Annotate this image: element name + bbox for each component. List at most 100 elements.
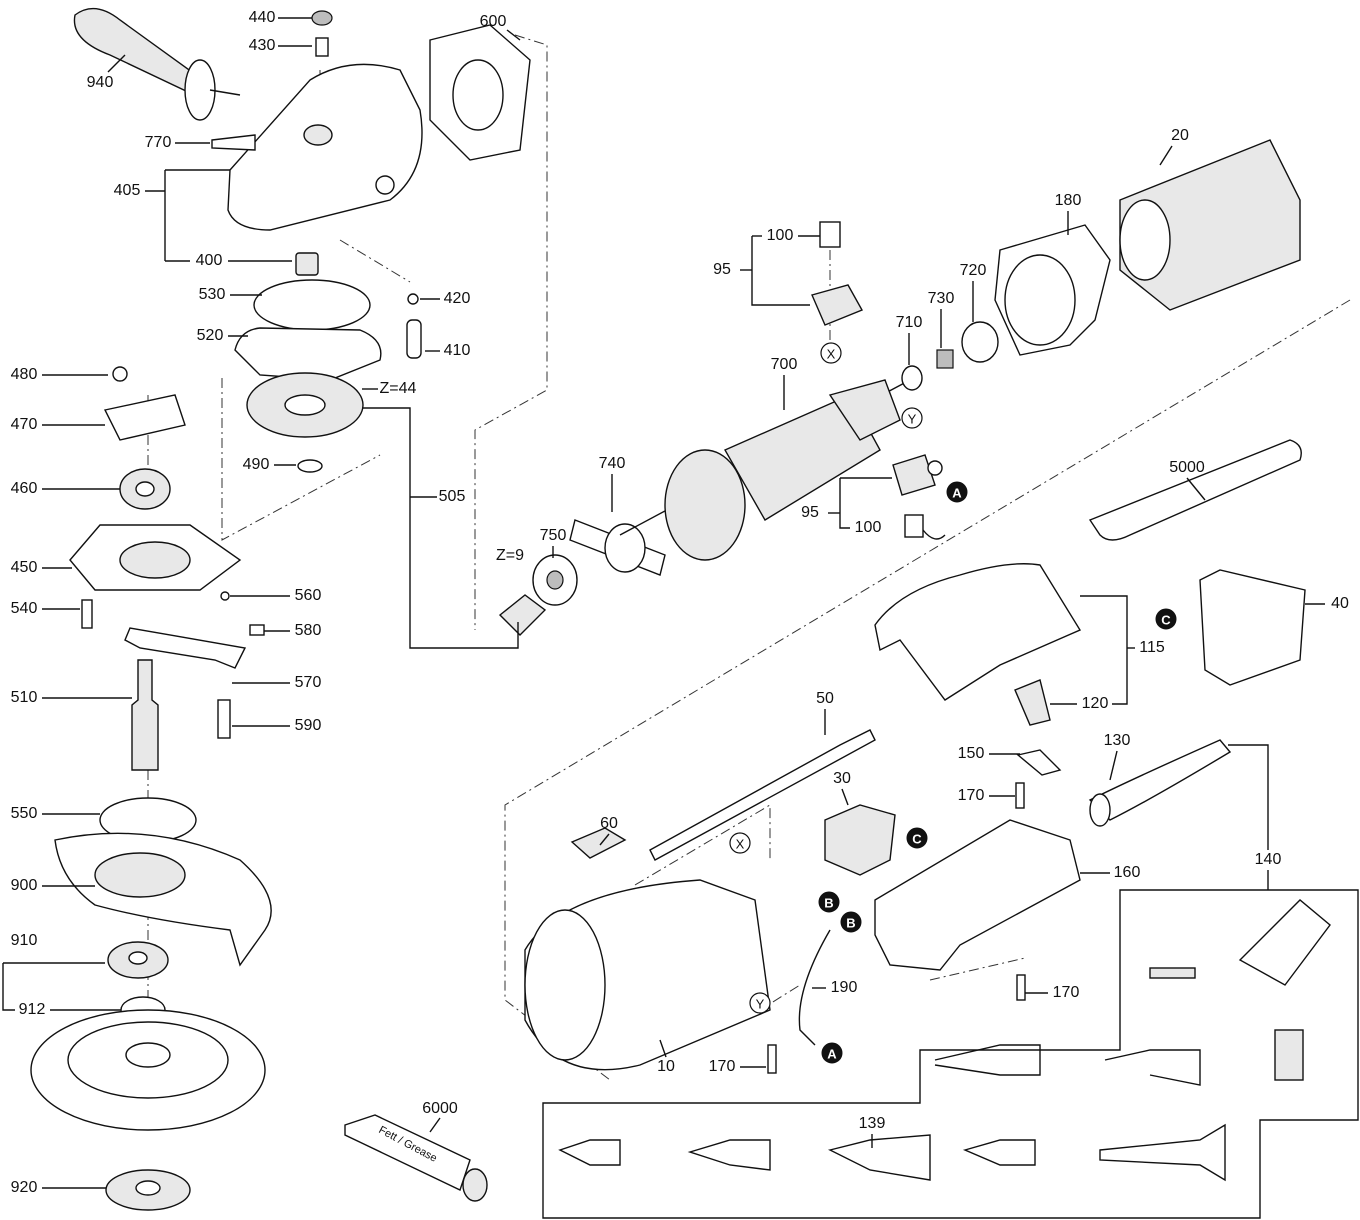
part-label-420: 420 [444, 290, 471, 307]
part-label-100: 100 [855, 519, 882, 536]
marker-b: B [840, 911, 862, 933]
part-label-400: 400 [196, 252, 223, 269]
leader-line [1080, 595, 1128, 705]
wrench-5000 [1088, 439, 1302, 541]
part-label-480: 480 [11, 366, 38, 383]
part-label-z-44: Z=44 [380, 380, 417, 397]
ring-720 [961, 321, 999, 363]
part-label-140: 140 [1255, 851, 1282, 868]
cover-115 [874, 563, 1082, 701]
part-120 [1014, 679, 1051, 726]
part-label-150: 150 [958, 745, 985, 762]
part-label-30: 30 [833, 770, 851, 787]
part-label-710: 710 [896, 314, 923, 331]
leader-line [1109, 750, 1118, 781]
handle-shell-160 [874, 819, 1081, 971]
part-label-770: 770 [145, 134, 172, 151]
part-label-590: 590 [295, 717, 322, 734]
marker-x: X [820, 342, 842, 364]
plug-variants [558, 899, 1331, 1182]
part-label-5000: 5000 [1169, 459, 1205, 476]
part-label-440: 440 [249, 9, 276, 26]
brush-holder-95-top [811, 284, 863, 326]
marker-circle [840, 911, 862, 933]
marker-letter: A [952, 486, 962, 501]
marker-circle [820, 342, 842, 364]
part-label-10: 10 [657, 1058, 675, 1075]
part-label-160: 160 [1114, 864, 1141, 881]
screw-770 [211, 134, 256, 151]
pinion-z9 [498, 594, 547, 636]
leader-line [1186, 477, 1206, 501]
part-label-100: 100 [767, 227, 794, 244]
leader-line [659, 1039, 667, 1058]
part-label-470: 470 [11, 416, 38, 433]
part-label-95: 95 [713, 261, 731, 278]
marker-a: A [946, 481, 968, 503]
marker-letter: B [824, 896, 833, 911]
part-label-170: 170 [958, 787, 985, 804]
leader-line [599, 833, 610, 846]
marker-circle [901, 407, 923, 429]
part-label-40: 40 [1331, 595, 1349, 612]
leader-line [506, 29, 521, 41]
armature-700 [619, 379, 911, 561]
ring-530 [253, 279, 371, 331]
screw-170-a [1015, 782, 1025, 809]
gear-housing-405 [227, 63, 423, 231]
part-label-170: 170 [1053, 984, 1080, 1001]
plug-variants-frame [542, 889, 1359, 1219]
leader-line [2, 963, 15, 1011]
marker-letter: Y [908, 412, 917, 427]
part-label-750: 750 [540, 527, 567, 544]
part-label-410: 410 [444, 342, 471, 359]
part-label-6000: 6000 [422, 1100, 458, 1117]
marker-a: A [821, 1042, 843, 1064]
leader-line [429, 1117, 441, 1133]
screw-170-b [1016, 974, 1026, 1001]
stator-20 [1119, 139, 1301, 311]
marker-letter: X [827, 347, 836, 362]
leader-lines [2, 17, 1325, 1189]
marker-b: B [818, 891, 840, 913]
marker-y: Y [749, 992, 771, 1014]
marker-circle [729, 832, 751, 854]
part-label-520: 520 [197, 327, 224, 344]
marker-circle [1155, 608, 1177, 630]
part-label-20: 20 [1171, 127, 1189, 144]
switch-rod-50 [649, 729, 876, 861]
part-label-139: 139 [859, 1115, 886, 1132]
needle-bearing-400 [295, 252, 319, 276]
pin-410 [406, 319, 422, 359]
part-label-740: 740 [599, 455, 626, 472]
side-handle-940 [73, 7, 241, 121]
leader-line [841, 788, 849, 806]
part-label-900: 900 [11, 877, 38, 894]
marker-circle [749, 992, 771, 1014]
screw-170-c [767, 1044, 777, 1074]
marker-letter: C [912, 832, 922, 847]
part-label-z-9: Z=9 [496, 547, 524, 564]
part-label-730: 730 [928, 290, 955, 307]
part-label-910: 910 [11, 932, 38, 949]
ring-420 [407, 293, 419, 305]
marker-letter: C [1161, 613, 1171, 628]
part-label-540: 540 [11, 600, 38, 617]
leader-line [839, 478, 850, 529]
part-label-430: 430 [249, 37, 276, 54]
part-label-570: 570 [295, 674, 322, 691]
spring-430 [315, 37, 329, 57]
reference-markers: X Y A C C X BB Y A [729, 342, 1177, 1064]
part-label-920: 920 [11, 1179, 38, 1196]
spindle-510 [131, 659, 159, 771]
part-label-95: 95 [801, 504, 819, 521]
washer-490 [297, 459, 323, 473]
brush-100-bottom [904, 514, 924, 538]
part-label-720: 720 [960, 262, 987, 279]
marker-c: C [1155, 608, 1177, 630]
leader-line [751, 236, 810, 306]
marker-circle [818, 891, 840, 913]
marker-letter: X [736, 837, 745, 852]
